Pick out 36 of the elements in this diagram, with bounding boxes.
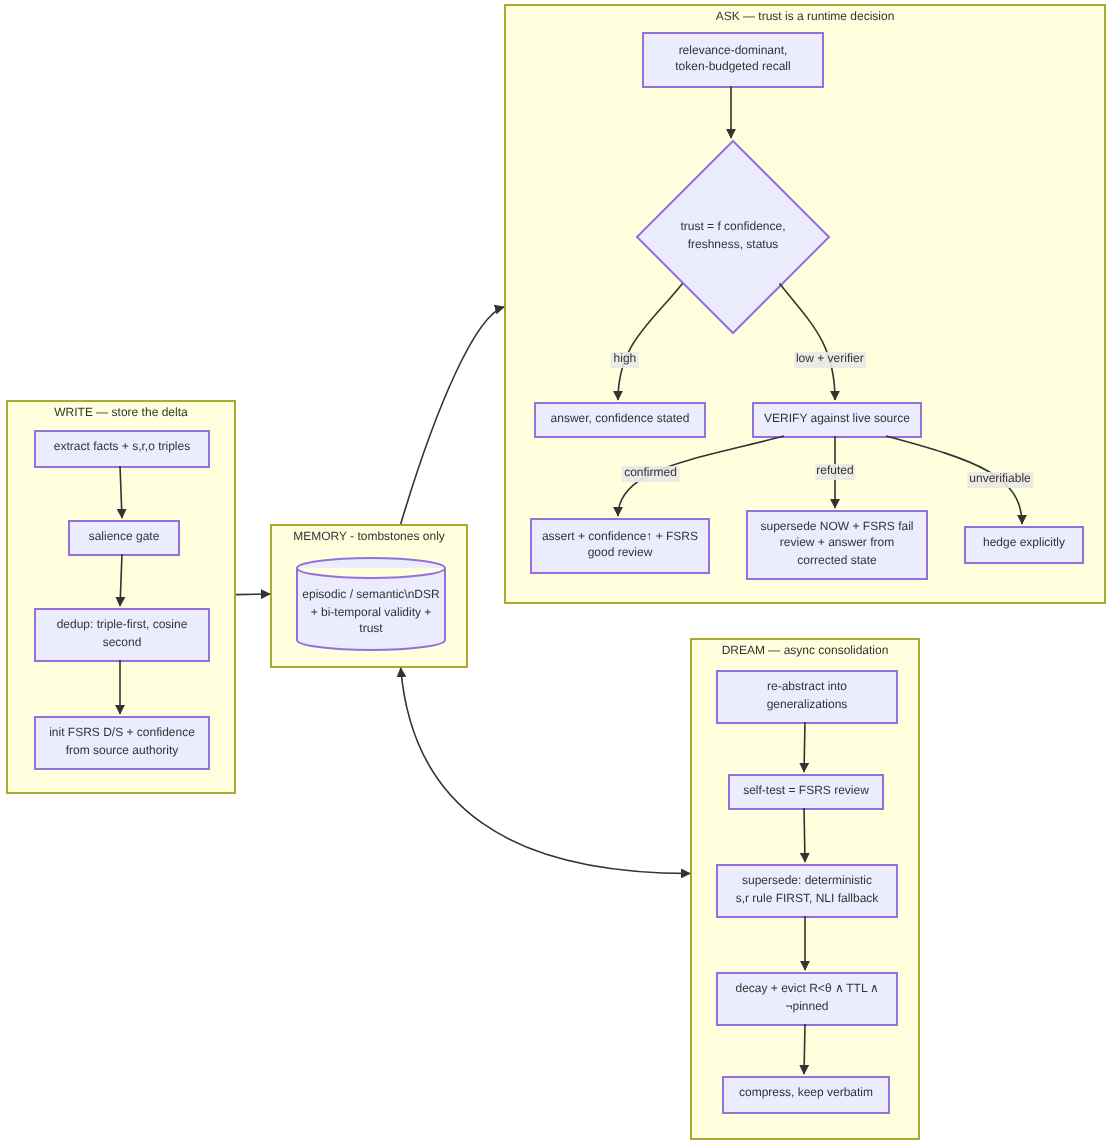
group-panel	[270, 524, 468, 668]
process-box	[68, 520, 180, 556]
arrow	[613, 282, 684, 401]
arrow	[235, 589, 271, 600]
group-panel	[690, 638, 920, 1140]
process-box	[534, 402, 706, 438]
process-box	[716, 972, 898, 1026]
arrow	[726, 85, 736, 139]
arrow	[397, 667, 691, 879]
process-box	[716, 670, 898, 724]
arrow	[885, 435, 1027, 525]
group-panel	[6, 400, 236, 794]
database-cylinder	[296, 558, 446, 650]
arrow	[116, 465, 127, 519]
arrow	[799, 1023, 810, 1075]
decision-diamond	[636, 140, 830, 334]
process-box	[752, 402, 922, 438]
process-box	[716, 864, 898, 918]
arrow	[799, 721, 810, 773]
arrow	[800, 915, 810, 971]
arrow	[830, 435, 840, 509]
process-box	[746, 510, 928, 580]
process-box	[530, 518, 710, 574]
arrow	[778, 282, 840, 401]
process-box	[722, 1076, 890, 1114]
process-box	[964, 526, 1084, 564]
process-box	[34, 608, 210, 662]
arrow	[399, 306, 505, 525]
arrow	[115, 659, 125, 715]
arrow	[115, 553, 126, 607]
arrow	[799, 807, 810, 863]
group-panel	[504, 4, 1106, 604]
process-box	[34, 716, 210, 770]
process-box	[728, 774, 884, 810]
process-box	[34, 430, 210, 468]
process-box	[642, 32, 824, 88]
